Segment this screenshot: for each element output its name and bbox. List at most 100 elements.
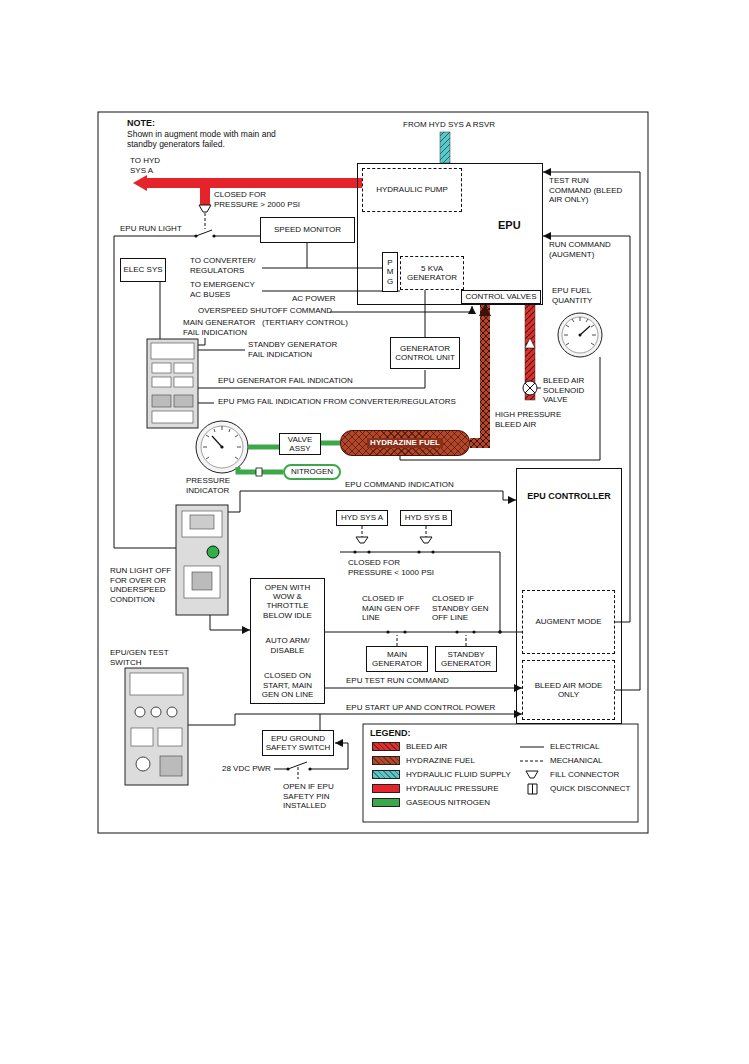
annotation-label: OPEN IF EPU SAFETY PIN INSTALLED (283, 782, 363, 811)
node-text: HYD SYS A (341, 513, 383, 522)
bleed-air-pipe (525, 338, 535, 348)
mode-box: AUGMENT MODE (522, 590, 615, 654)
hydraulic-pressure-pipe (200, 183, 210, 205)
annotation-label: STANDBY GENERATOR FAIL INDICATION (248, 340, 343, 359)
valve-box: VALVE ASSY (279, 433, 321, 455)
epu-panel (176, 505, 228, 615)
hydraulic-pressure-pipe (205, 213, 206, 229)
generator-box: 5 KVA GENERATOR (400, 256, 464, 290)
connector (307, 243, 382, 268)
wire (262, 268, 307, 269)
pump-box: HYDRAULIC PUMP (362, 168, 462, 212)
node-text: HYDRAZINE FUEL (367, 438, 443, 447)
test-switch-panel (130, 673, 183, 695)
node-text: MAIN GENERATOR (369, 650, 425, 668)
elec-panel (152, 411, 193, 423)
fuel-quantity-gauge (579, 334, 582, 337)
annotation-label: EPU/GEN TEST SWITCH (110, 648, 172, 667)
node-text: HYD SYS B (405, 513, 448, 522)
epu-panel (190, 515, 214, 529)
quick-disconnect-symbol (528, 784, 537, 794)
hyd-pressure-switches (362, 526, 426, 537)
node-text: P M G (385, 258, 395, 286)
legend-text: GASEOUS NITROGEN (406, 798, 490, 808)
node-text: CONTROL VALVES (466, 292, 537, 301)
node-text: HYDRAULIC PUMP (376, 185, 448, 194)
annotation-label: NOTE: (127, 118, 155, 129)
frame (98, 112, 648, 833)
pressure-switch (214, 236, 260, 237)
annotation-label: CLOSED IF STANDBY GEN OFF LINE (432, 594, 496, 623)
mode-box: BLEED AIR MODE ONLY (522, 660, 615, 720)
epu-panel (176, 505, 228, 615)
elec-panel (174, 395, 193, 407)
annotation-label: OVERSPEED SHUTOFF COMMAND (198, 306, 332, 316)
wire (198, 350, 245, 351)
pressure-switch (194, 230, 260, 238)
node-text: EPU (498, 219, 521, 232)
test-switch-panel (135, 707, 145, 717)
bleed-air-pipe (525, 383, 535, 393)
wire (210, 615, 250, 630)
node-text: CLOSED ON START, MAIN GEN ON LINE (254, 671, 321, 699)
hyd-system-box: HYD SYS B (400, 510, 452, 526)
node-text: STANDBY GENERATOR (438, 650, 494, 668)
wire (330, 306, 472, 312)
hyd-pressure-switches (340, 526, 502, 634)
epu-unit: EPU HYDRAULIC PUMP P M G 5 KVA GENERATORCON… (357, 163, 543, 305)
annotation-label: EPU RUN LIGHT (120, 224, 182, 234)
connector (325, 688, 522, 689)
node-text: NITROGEN (291, 467, 333, 476)
fuel-quantity-gauge (564, 317, 596, 345)
legend-swatch (372, 798, 400, 807)
annotation-label: EPU COMMAND INDICATION (345, 480, 454, 490)
hydraulic-pressure-pipe (146, 178, 362, 188)
hyd-pressure-switches (417, 550, 420, 553)
elec-panel (152, 377, 171, 387)
elec-panel (147, 339, 198, 428)
wire (198, 370, 425, 388)
legend-text: MECHANICAL (550, 756, 602, 766)
hydraulic-fluid-pipe (440, 132, 450, 163)
hyd-pressure-switches (356, 537, 432, 543)
annotation-label: CLOSED FOR PRESSURE < 1000 PSI (348, 558, 440, 577)
generator-box: STANDBY GENERATOR (435, 646, 497, 672)
annotation-label: LEGEND: (370, 728, 411, 739)
node-text: ELEC SYS (123, 265, 162, 274)
pressure-indicator (220, 445, 223, 448)
legend-text: HYDRAULIC PRESSURE (406, 784, 498, 794)
annotation-label: HIGH PRESSURE BLEED AIR (495, 410, 570, 429)
system-box: ELEC SYS (120, 258, 166, 282)
pressure-indicator (196, 421, 248, 473)
pressure-indicator (203, 426, 241, 459)
valve-box: CONTROL VALVES (461, 290, 541, 304)
test-switch-panel (136, 757, 150, 771)
legend-text: QUICK DISCONNECT (550, 784, 630, 794)
connector (321, 441, 340, 446)
node-text: SPEED MONITOR (274, 225, 341, 234)
bleed-air-pipe (523, 305, 537, 400)
annotation-label: RUN LIGHT OFF FOR OVER OR UNDERSPEED CON… (110, 566, 172, 604)
wire (188, 714, 320, 725)
node-text: EPU GROUND SAFETY SWITCH (265, 734, 331, 752)
safety-switch-box: EPU GROUND SAFETY SWITCH (262, 730, 334, 756)
epu-panel (192, 572, 212, 590)
annotation-label: EPU FUEL QUANTITY (552, 286, 622, 305)
nitrogen-bottle: NITROGEN (283, 464, 341, 480)
fuel-quantity-gauge (562, 317, 598, 353)
legend-swatch (372, 742, 400, 751)
control-unit-box: GENERATOR CONTROL UNIT (390, 337, 460, 369)
epu-panel (184, 566, 220, 598)
hyd-pressure-switches (340, 552, 500, 632)
hyd-pressure-switches (353, 550, 356, 553)
nitrogen-line (238, 447, 283, 476)
annotation-label: Shown in augment mode with main and stan… (127, 129, 299, 149)
connector-label: TEST RUN COMMAND (BLEED AIR ONLY) (548, 176, 634, 205)
annotation-label: (TERTIARY CONTROL) (262, 318, 348, 328)
legend-text: ELECTRICAL (550, 742, 599, 752)
connector (470, 304, 485, 443)
test-switch-panel (158, 728, 182, 746)
pressure-indicator (201, 426, 243, 468)
